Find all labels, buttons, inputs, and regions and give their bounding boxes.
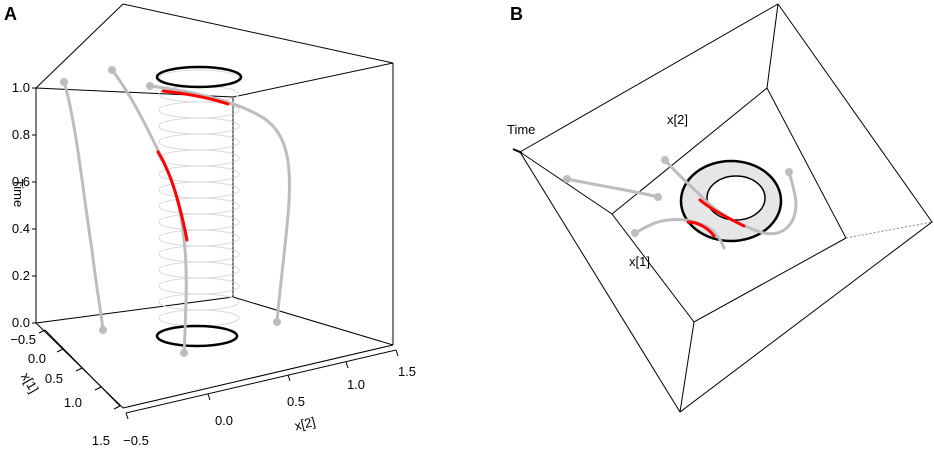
tube-slice	[158, 149, 240, 167]
box-edge	[122, 3, 394, 64]
time-tick-label: 0.0	[12, 315, 30, 330]
panel-a-letter: A	[4, 4, 17, 24]
trajectory-start	[146, 82, 154, 90]
trajectory-highlight	[686, 220, 716, 238]
panel-b-highlights	[686, 198, 746, 238]
trajectory-end	[654, 193, 662, 201]
trajectory-1	[565, 177, 660, 199]
tube-slice	[158, 133, 240, 151]
x1-tick-label: 0.5	[45, 371, 63, 386]
x1-tick-label: 0.0	[28, 351, 46, 366]
x1-axis-line	[44, 329, 121, 407]
trajectory-start	[661, 156, 669, 164]
trajectory-end	[273, 318, 281, 326]
trajectory-2	[110, 68, 188, 354]
panel-b-x1-label: x[1]	[629, 254, 650, 269]
x2-tick-label: 1.5	[398, 364, 416, 379]
x2-tick-mark	[207, 393, 211, 401]
x1-tick-mark	[38, 329, 46, 334]
x2-tick-label: 0.0	[215, 413, 233, 428]
x2-tick-label: 0.5	[287, 394, 305, 409]
x1-tick-mark	[113, 405, 121, 410]
panel-b-x2-label: x[2]	[667, 112, 688, 127]
trajectory-start	[563, 175, 571, 183]
x1-tick-label: −0.5	[10, 332, 36, 347]
box-edge	[122, 344, 394, 409]
tube-slice	[158, 117, 240, 135]
panel-b: B Time x[2] x[1]	[507, 3, 933, 413]
box-edge-hidden	[845, 221, 933, 239]
tube-slice	[158, 213, 240, 231]
time-axis-title: Time	[11, 179, 26, 207]
panel-b-time-label: Time	[507, 122, 535, 137]
x1-tick-label: 1.0	[64, 395, 82, 410]
time-tick-label: 1.0	[12, 80, 30, 95]
trajectory-highlight	[161, 89, 230, 106]
x2-tick-label: 1.0	[347, 377, 365, 392]
trajectory-3	[148, 84, 291, 324]
trajectory-end	[785, 168, 793, 176]
ring-inner	[706, 175, 766, 221]
x1-tick-mark	[56, 348, 64, 353]
tube-slice	[158, 309, 240, 327]
box-edge	[519, 151, 613, 215]
panel-b-outer-frame	[519, 3, 933, 413]
x1-axis-title: x[1]	[18, 370, 41, 396]
tube-slice	[158, 245, 240, 263]
x2-tick-mark	[395, 349, 399, 357]
box-edge	[35, 3, 124, 89]
bottom-region-ellipse	[155, 324, 239, 348]
tube-slice	[158, 293, 240, 311]
box-edge	[232, 296, 394, 346]
trajectory-start	[108, 66, 116, 74]
trajectory-highlight	[698, 198, 746, 228]
x2-tick-mark	[287, 374, 291, 382]
tube-slice	[158, 277, 240, 295]
tube-slice	[158, 229, 240, 247]
panel-a: A	[4, 3, 416, 448]
x2-axis: −0.5 0.0 0.5 1.0 1.5 x[2]	[123, 349, 416, 448]
x2-axis-title: x[2]	[293, 414, 317, 434]
box-edge	[232, 62, 394, 98]
panel-a-tube	[158, 69, 240, 327]
x1-tick-mark	[75, 367, 83, 372]
x2-tick-label: −0.5	[123, 433, 149, 448]
box-edge	[766, 3, 779, 89]
panel-b-letter: B	[510, 4, 523, 24]
x2-axis-line	[125, 349, 397, 414]
time-tick-label: 0.8	[12, 127, 30, 142]
box-edge	[679, 321, 695, 413]
trajectory-highlight	[156, 150, 189, 242]
tube-slice	[158, 197, 240, 215]
x1-tick-mark	[94, 386, 102, 391]
top-region-ellipse	[155, 65, 243, 89]
trajectory-end	[180, 349, 188, 357]
panel-a-box	[35, 3, 394, 409]
x1-tick-label: 1.5	[92, 433, 110, 448]
panel-b-ring	[679, 159, 783, 243]
panel-b-endpoints	[563, 156, 793, 237]
time-axis: 0.0 0.2 0.4 0.6 0.8 1.0 Time	[11, 80, 37, 330]
trajectory-start	[631, 229, 639, 237]
tube-slice	[158, 261, 240, 279]
time-tick-label: 0.4	[12, 221, 30, 236]
trajectory-2	[663, 158, 798, 236]
trajectory-start	[60, 78, 68, 86]
trajectory-end	[99, 326, 107, 334]
time-tick-label: 0.2	[12, 268, 30, 283]
time-arrow-icon	[512, 148, 523, 154]
x2-tick-mark	[345, 361, 349, 369]
x1-axis: −0.5 0.0 0.5 1.0 1.5 x[1]	[10, 329, 121, 448]
panel-a-endpoints	[60, 66, 281, 357]
panel-a-back-face	[35, 87, 234, 324]
trajectory-1	[62, 80, 105, 332]
panel-a-highlights	[156, 89, 230, 242]
x2-tick-mark	[125, 412, 129, 420]
time-tick-label: 0.6	[12, 174, 30, 189]
panel-a-trajectories	[62, 68, 291, 354]
